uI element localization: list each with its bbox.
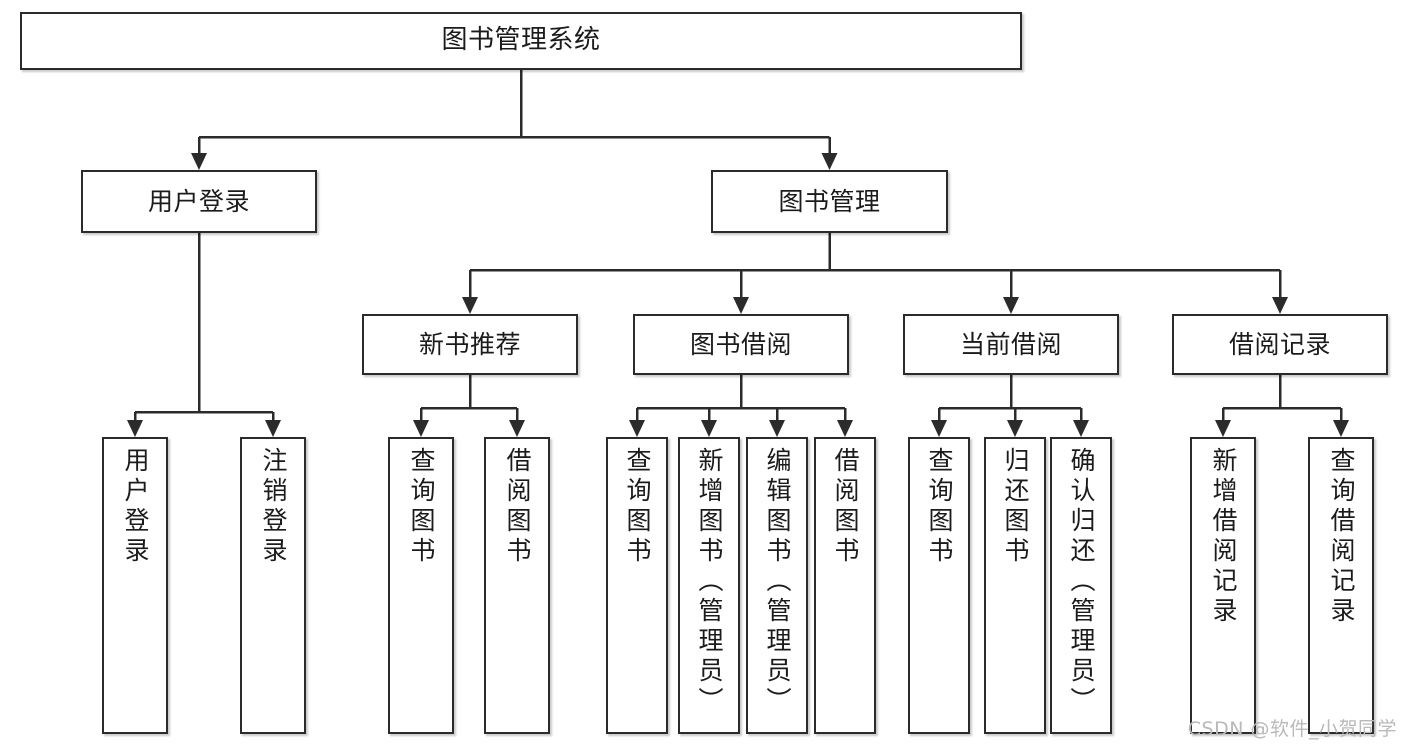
edge-arrow-l1b-l2b-head [733,297,749,314]
diagram-node-leaf12[interactable]: 新增借阅记录 [1190,437,1256,734]
diagram-node-leaf5[interactable]: 查询图书 [606,437,668,734]
edge-arrow-l2b-leaf5-head [629,420,645,437]
node-label: 归还图书 [1001,447,1030,567]
diagram-node-leaf13[interactable]: 查询借阅记录 [1308,437,1374,734]
diagram-node-leaf4[interactable]: 借阅图书 [484,437,550,734]
edge-arrow-root-l1b-head [821,153,838,170]
edge-arrow-l1b-l2a-head [462,297,478,314]
node-label: 新增借阅记录 [1209,447,1238,627]
node-label: 查询借阅记录 [1327,447,1356,627]
edge-arrow-l1a-leaf2-head [265,420,281,437]
diagram-node-l2c[interactable]: 当前借阅 [903,314,1119,375]
edge-arrow-l2b-leaf6-head [701,420,717,437]
node-label: 新增图书（管理员） [695,447,724,717]
node-label: 查询图书 [407,447,436,567]
node-label: 查询图书 [623,447,652,567]
diagram-node-l2b[interactable]: 图书借阅 [633,314,849,375]
diagram-node-l2a[interactable]: 新书推荐 [362,314,578,375]
diagram-node-l1a[interactable]: 用户登录 [81,170,317,233]
node-label: 借阅记录 [1228,329,1331,359]
edge-arrow-root-l1a-head [191,153,207,170]
node-label: 借阅图书 [503,447,532,567]
edge-arrow-l2d-leaf13-head [1333,420,1349,437]
diagram-node-leaf6[interactable]: 新增图书（管理员） [678,437,740,734]
edge-arrow-l1b-l2c-head [1003,297,1019,314]
node-label: 图书借阅 [689,329,792,359]
node-label: 借阅图书 [831,447,860,567]
diagram-node-leaf8[interactable]: 借阅图书 [814,437,876,734]
edge-arrow-l2c-leaf9-head [931,420,947,437]
node-label: 图书管理系统 [441,25,601,56]
node-label: 用户登录 [121,447,150,567]
node-label: 查询图书 [925,447,954,567]
edge-arrow-l1a-leaf1-head [127,420,143,437]
edge-arrow-l2b-leaf8-head [837,420,853,437]
diagram-node-l2d[interactable]: 借阅记录 [1172,314,1388,375]
node-label: 确认归还（管理员） [1067,447,1096,717]
edge-arrow-l2a-leaf4-head [509,420,525,437]
node-label: 注销登录 [259,447,288,567]
diagram-node-leaf3[interactable]: 查询图书 [388,437,454,734]
edge-arrow-l2d-leaf12-head [1215,420,1231,437]
node-label: 图书管理 [778,186,881,216]
node-label: 编辑图书（管理员） [763,447,792,717]
edge-arrow-l2b-leaf7-head [769,420,785,437]
edge-arrow-l2a-leaf3-head [413,420,429,437]
diagram-node-root[interactable]: 图书管理系统 [20,12,1022,70]
edge-arrow-l2c-leaf11-head [1073,420,1089,437]
node-label: 新书推荐 [418,329,521,359]
diagram-node-leaf2[interactable]: 注销登录 [240,437,306,734]
diagram-node-l1b[interactable]: 图书管理 [711,170,948,233]
edge-arrow-l2c-leaf10-head [1007,420,1023,437]
diagram-node-leaf11[interactable]: 确认归还（管理员） [1050,437,1112,734]
diagram-node-leaf7[interactable]: 编辑图书（管理员） [746,437,808,734]
diagram-node-leaf1[interactable]: 用户登录 [102,437,168,734]
diagram-node-leaf10[interactable]: 归还图书 [984,437,1046,734]
watermark-label: CSDN @软件_小贺同学 [1187,718,1397,740]
node-label: 用户登录 [147,186,250,216]
edge-arrow-l1b-l2d-head [1272,297,1288,314]
node-label: 当前借阅 [959,329,1062,359]
diagram-node-leaf9[interactable]: 查询图书 [908,437,970,734]
